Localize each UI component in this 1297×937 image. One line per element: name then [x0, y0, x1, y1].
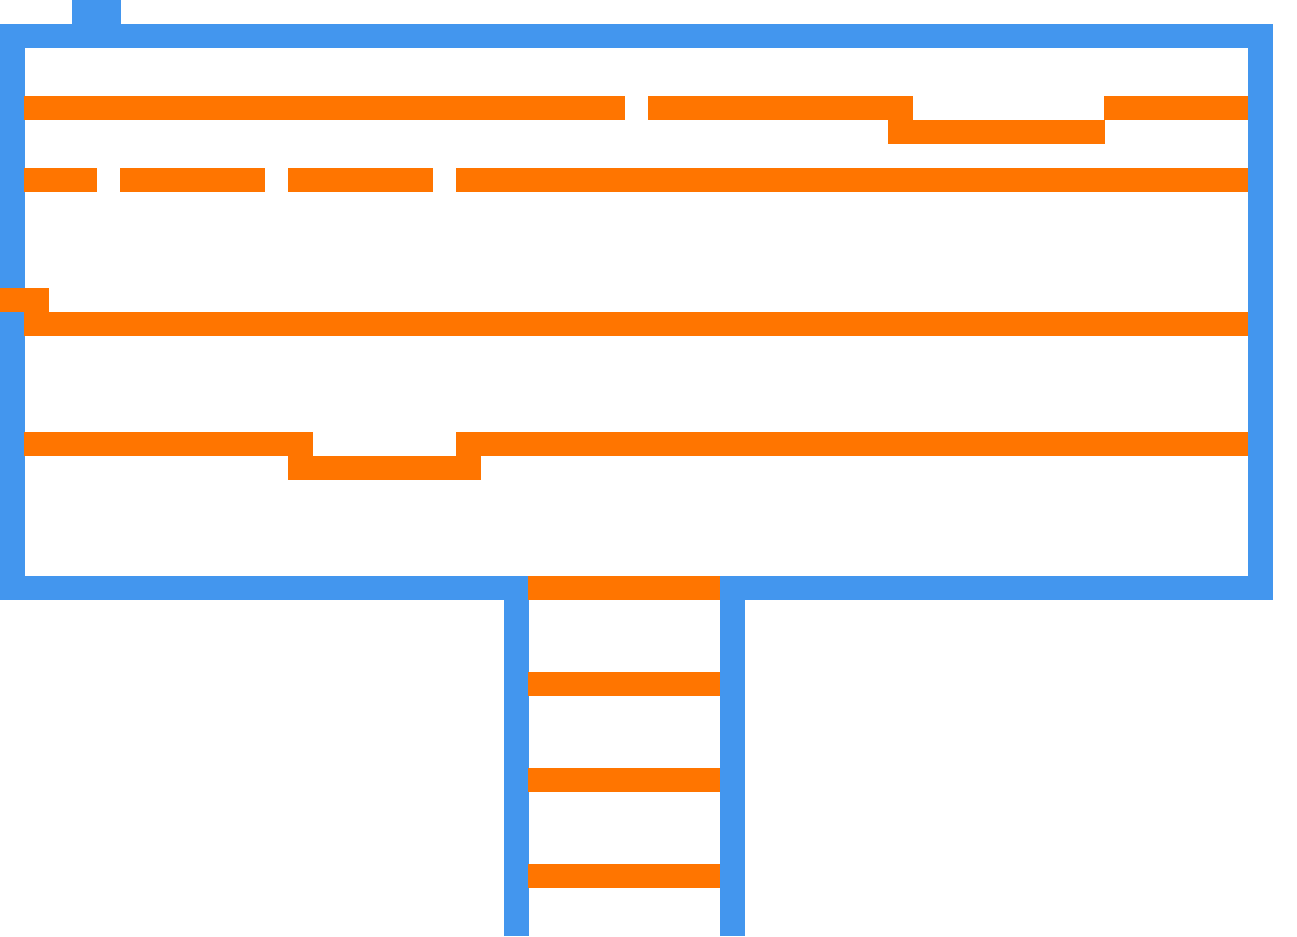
top-wall-nub — [72, 0, 121, 24]
shaft-right-wall — [720, 576, 745, 936]
platform — [648, 96, 913, 120]
ladder-rung — [528, 864, 720, 888]
ladder-rung — [528, 576, 720, 600]
ladder-rung — [528, 672, 720, 696]
right-wall — [1248, 24, 1273, 600]
platform — [24, 432, 313, 456]
platform — [456, 432, 1248, 456]
left-wall-lower — [0, 312, 25, 600]
platform-ledge — [0, 288, 49, 312]
left-wall-upper — [0, 24, 25, 288]
platform — [1104, 96, 1248, 120]
platform — [24, 312, 1248, 336]
platform-step-down — [288, 456, 481, 480]
top-wall — [0, 24, 1273, 48]
platform — [120, 168, 265, 192]
floor-right — [720, 576, 1273, 600]
floor-left — [0, 576, 528, 600]
platform — [456, 168, 1248, 192]
platform — [24, 96, 625, 120]
shaft-left-wall — [504, 576, 529, 936]
platform — [288, 168, 433, 192]
ladder-rung — [528, 768, 720, 792]
platform-step-down — [888, 120, 1105, 144]
platform — [24, 168, 97, 192]
